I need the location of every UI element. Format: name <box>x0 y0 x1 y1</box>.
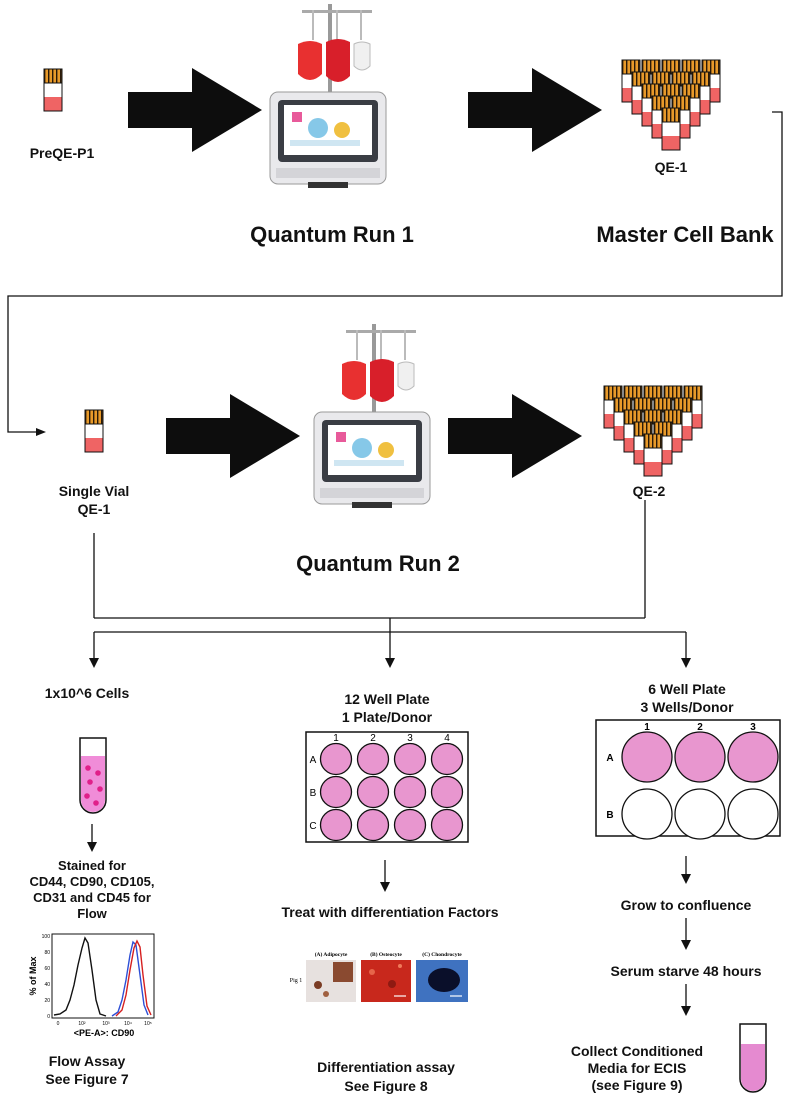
source-vial <box>43 68 63 112</box>
qe2-label: QE-2 <box>632 483 666 499</box>
collect-media-line-1: Collect Conditioned <box>570 1043 704 1059</box>
plate-row-label: B <box>606 810 613 821</box>
y-tick: 60 <box>44 966 50 972</box>
histogram-x-ticks: 0 10² 10³ 10⁴ 10⁵ <box>57 1021 152 1027</box>
serum-starve-label: Serum starve 48 hours <box>610 963 762 979</box>
plate-col-label: 3 <box>407 733 413 744</box>
stained-line-1: Stained for <box>58 858 126 873</box>
panel-label-chondrocyte: (C) Chondrocyte <box>422 951 462 958</box>
twelve-well-plate <box>305 731 469 843</box>
see-figure-8-label: See Figure 8 <box>344 1078 428 1094</box>
flow-histogram <box>51 933 155 1019</box>
histogram-y-ticks: 100 80 60 40 20 0 <box>42 934 51 1020</box>
pig-label: Pig 1 <box>290 978 303 984</box>
see-figure-9-label: (see Figure 9) <box>591 1077 683 1093</box>
plate-row-label: C <box>309 821 316 832</box>
plate-col-label: 1 <box>333 733 339 744</box>
quantum-run-1-title: Quantum Run 1 <box>250 222 414 247</box>
cell-tube <box>79 737 107 814</box>
cells-count-label: 1x10^6 Cells <box>44 685 130 701</box>
histogram-ylabel: % of Max <box>28 956 38 995</box>
big-arrow-3 <box>166 394 300 478</box>
wells-per-donor-label: 3 Wells/Donor <box>640 699 734 715</box>
big-arrow-2 <box>468 68 602 152</box>
single-vial-label-line1: Single Vial <box>58 483 130 499</box>
single-vial-label-line2: QE-1 <box>77 501 111 517</box>
plate-col-label: 2 <box>697 722 703 733</box>
grow-confluence-label: Grow to confluence <box>620 897 752 913</box>
twelve-well-title: 12 Well Plate <box>344 691 430 707</box>
quantum-machine-1 <box>269 3 387 189</box>
qe2-vials <box>603 385 703 477</box>
plate-col-label: 1 <box>644 722 650 733</box>
x-tick: 10² <box>78 1021 86 1027</box>
flow-assay-label: Flow Assay <box>48 1053 126 1069</box>
plate-col-label: 4 <box>444 733 450 744</box>
plate-row-label: A <box>606 753 613 764</box>
connector-line <box>7 111 783 433</box>
differentiation-images <box>306 960 468 1002</box>
y-tick: 80 <box>44 950 50 956</box>
x-tick: 0 <box>57 1021 60 1027</box>
quantum-machine-2 <box>313 323 431 509</box>
y-tick: 100 <box>42 934 51 940</box>
x-tick: 10⁵ <box>144 1021 152 1027</box>
x-tick: 10⁴ <box>124 1021 132 1027</box>
source-vial-label: PreQE-P1 <box>29 145 95 161</box>
stained-line-3: CD31 and CD45 for <box>33 890 151 905</box>
single-vial <box>84 409 104 453</box>
merge-lines <box>93 500 687 662</box>
differentiation-assay-label: Differentiation assay <box>317 1059 455 1075</box>
big-arrow-1 <box>128 68 262 152</box>
six-well-plate <box>595 719 781 840</box>
y-tick: 40 <box>44 982 50 988</box>
y-tick: 0 <box>47 1014 50 1020</box>
qe1-label: QE-1 <box>654 159 688 175</box>
histogram-xlabel: <PE-A>: CD90 <box>74 1028 135 1038</box>
plate-col-label: 2 <box>370 733 376 744</box>
quantum-run-2-title: Quantum Run 2 <box>296 551 460 576</box>
y-tick: 20 <box>44 998 50 1004</box>
conditioned-media-tube <box>739 1023 767 1093</box>
panel-label-adipocyte: (A) Adipocyte <box>315 951 348 958</box>
plate-col-label: 3 <box>750 722 756 733</box>
master-cell-bank-vials <box>621 59 721 151</box>
master-cell-bank-title: Master Cell Bank <box>596 222 774 247</box>
stained-line-2: CD44, CD90, CD105, <box>29 874 155 889</box>
plate-row-label: A <box>310 755 317 766</box>
x-tick: 10³ <box>102 1021 110 1027</box>
big-arrow-4 <box>448 394 582 478</box>
plate-per-donor-label: 1 Plate/Donor <box>341 709 433 725</box>
collect-media-line-2: Media for ECIS <box>587 1060 687 1076</box>
stained-line-4: Flow <box>77 906 107 921</box>
plate-row-label: B <box>310 788 317 799</box>
panel-label-osteocyte: (B) Osteocyte <box>370 951 402 958</box>
treat-label: Treat with differentiation Factors <box>281 904 499 920</box>
six-well-title: 6 Well Plate <box>648 681 726 697</box>
see-figure-7-label: See Figure 7 <box>45 1071 129 1087</box>
